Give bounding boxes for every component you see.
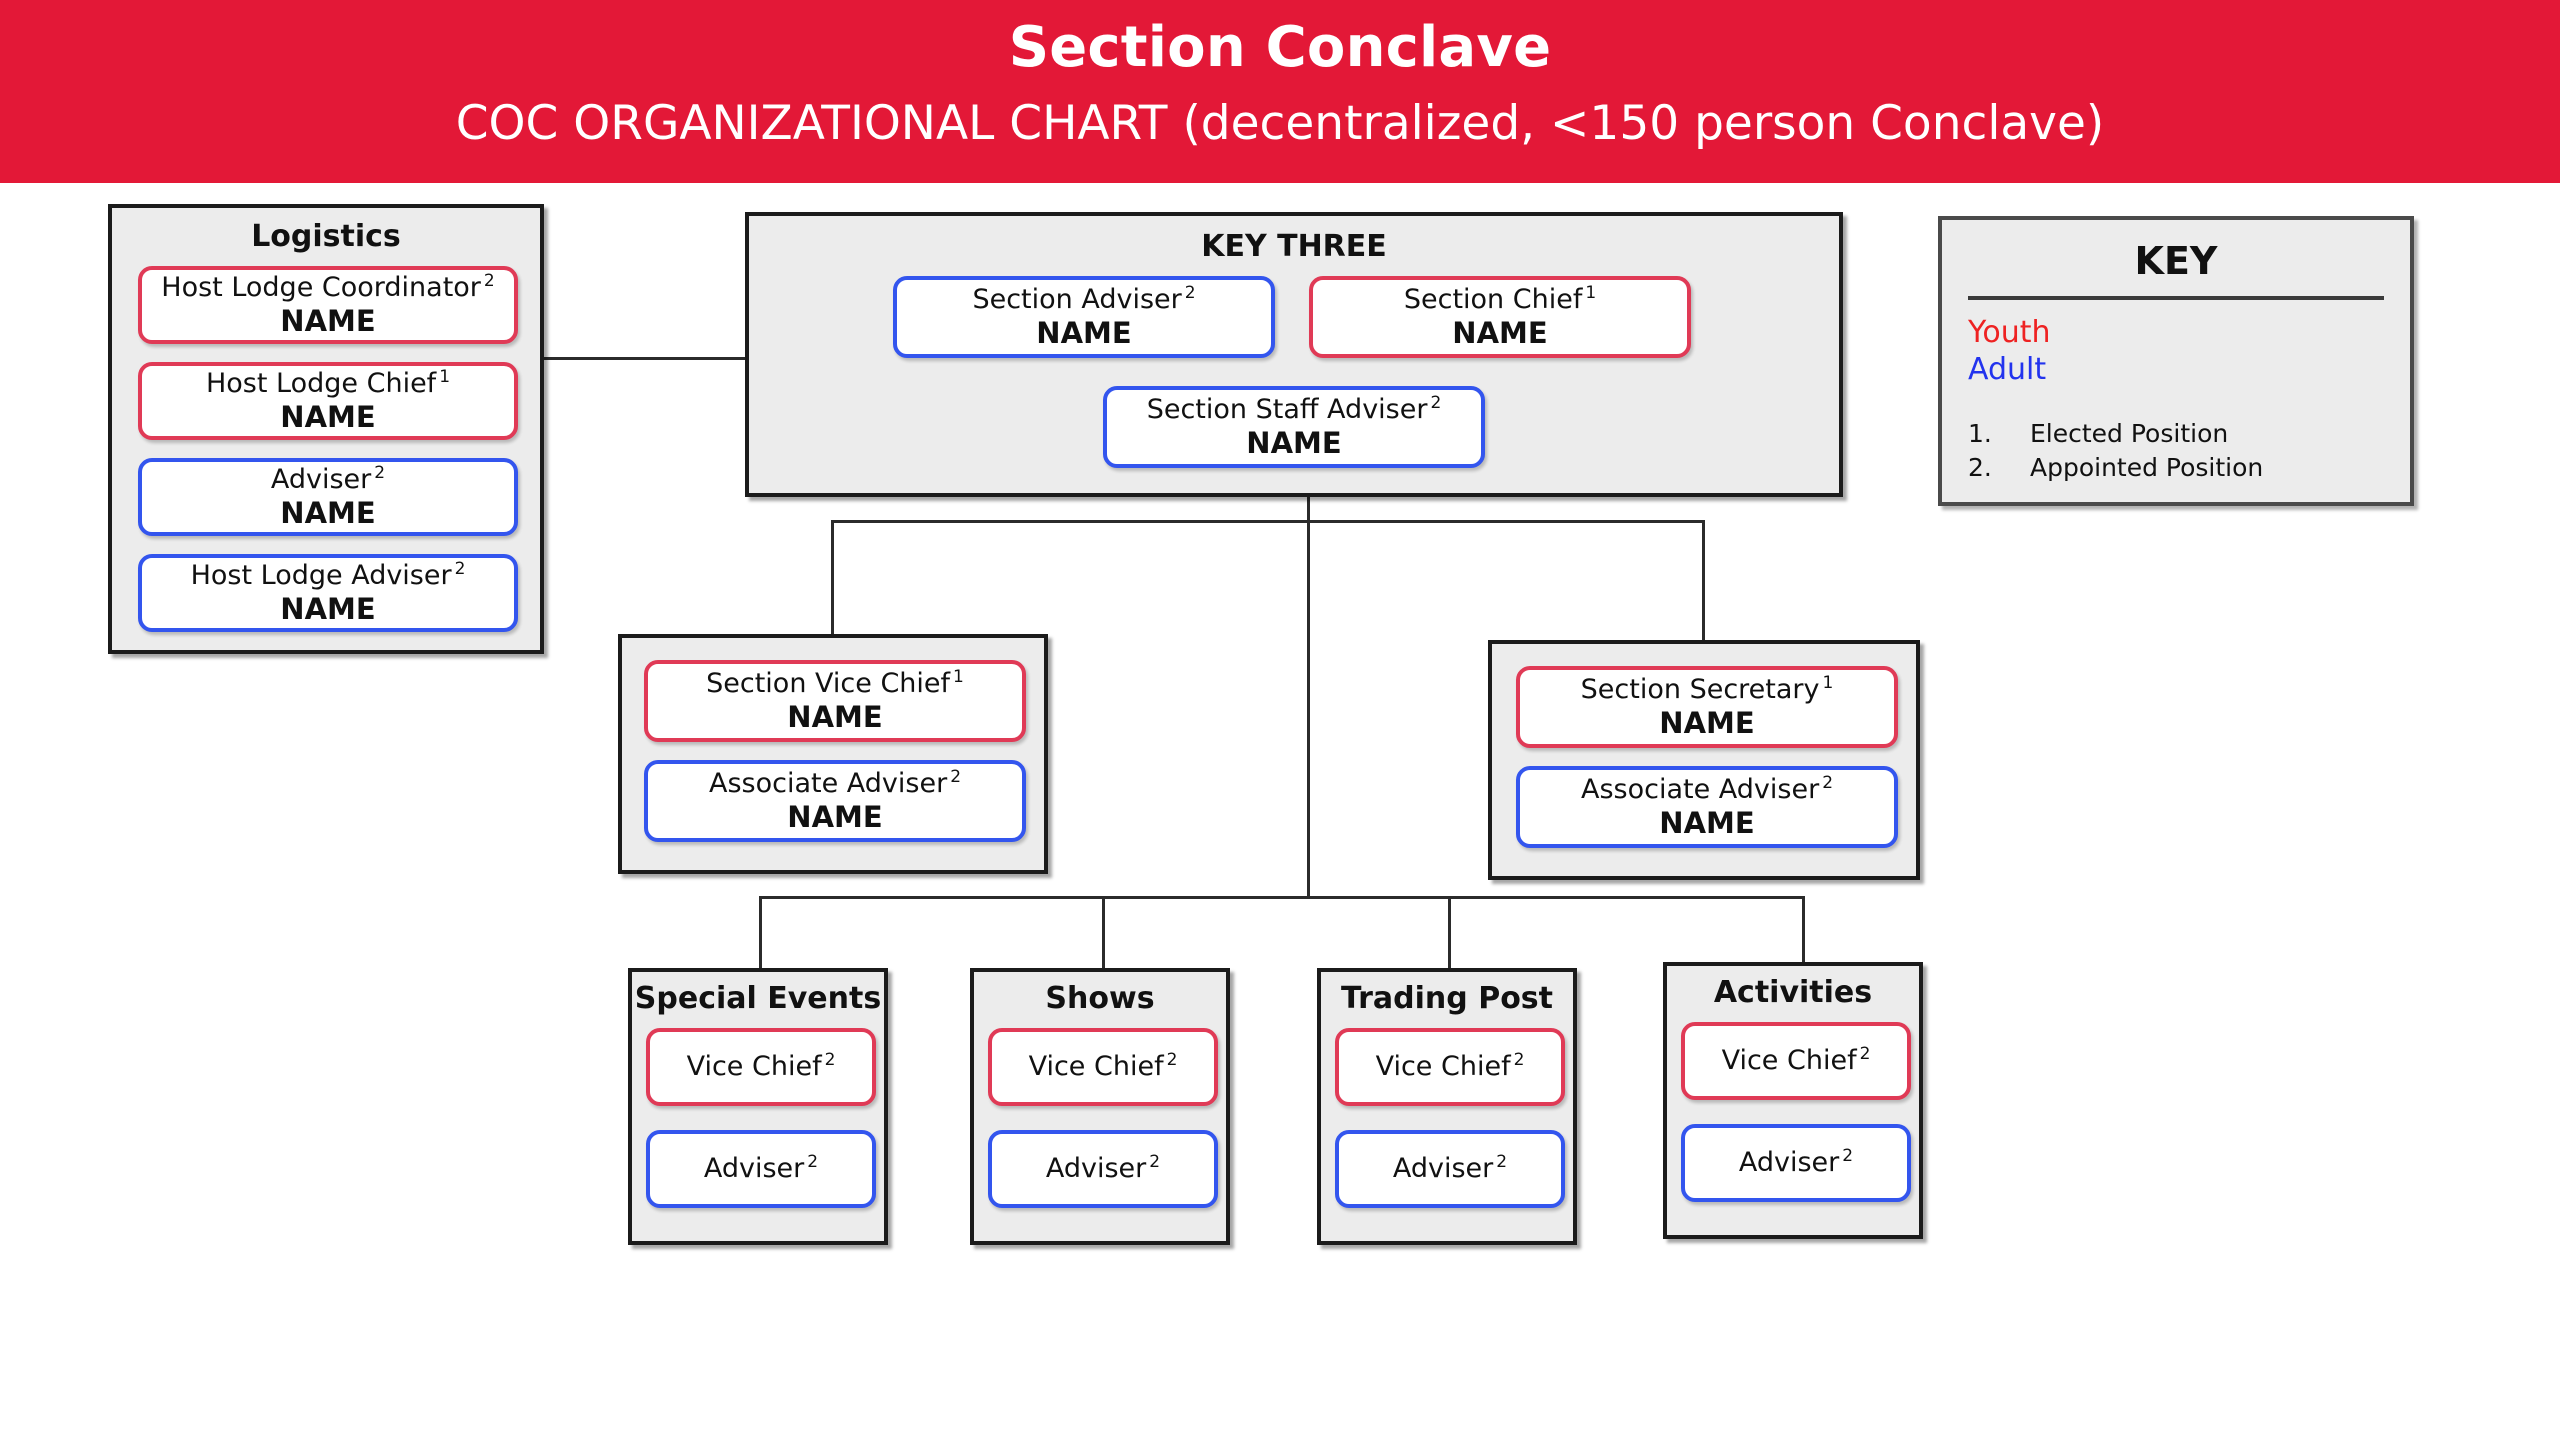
key-legend-item-label: Appointed Position: [2030, 452, 2264, 482]
key-legend-item: 1. Elected Position: [1968, 417, 2410, 451]
card-name: NAME: [787, 700, 883, 735]
key-legend-item-label: Elected Position: [2030, 419, 2229, 448]
connector-committee-drop-3: [1448, 896, 1451, 968]
committee-title: Special Events: [634, 981, 882, 1016]
committee-title: Shows: [1045, 981, 1155, 1016]
card-name: NAME: [787, 800, 883, 835]
logistics-title: Logistics: [251, 219, 401, 254]
connector-committee-drop-2: [1102, 896, 1105, 968]
card-name: NAME: [280, 496, 376, 531]
connector-midtier-drop-left: [831, 520, 834, 634]
key-legend: KEY Youth Adult 1. Elected Position 2. A…: [1938, 216, 2414, 506]
card-name: NAME: [280, 400, 376, 435]
card-name: NAME: [280, 304, 376, 339]
connector-committee-drop-4: [1802, 896, 1805, 962]
key-legend-title: KEY: [2134, 239, 2218, 283]
card-name: NAME: [1246, 426, 1342, 461]
card-name: NAME: [280, 592, 376, 627]
key-legend-list: 1. Elected Position 2. Appointed Positio…: [1968, 417, 2410, 485]
key-legend-youth-label: Youth: [1968, 315, 2051, 350]
card-name: NAME: [1452, 316, 1548, 351]
connector-committee-drop-1: [759, 896, 762, 968]
key-legend-adult-label: Adult: [1968, 351, 2047, 387]
header-banner: Section Conclave COC ORGANIZATIONAL CHAR…: [0, 0, 2560, 183]
key-three-title: KEY THREE: [1201, 229, 1387, 264]
page-subtitle: COC ORGANIZATIONAL CHART (decentralized,…: [455, 96, 2105, 151]
connector-logistics-keythree: [540, 357, 748, 360]
connector-midtier-drop-right: [1702, 520, 1705, 640]
key-legend-item: 2. Appointed Position: [1968, 451, 2410, 485]
connector-trunk-main: [1307, 497, 1310, 898]
card-name: NAME: [1659, 706, 1755, 741]
committee-title: Activities: [1713, 975, 1873, 1010]
connector-midtier-bar: [831, 520, 1705, 523]
key-legend-item-number: 1.: [1968, 419, 1992, 448]
key-legend-item-number: 2.: [1968, 452, 1992, 482]
card-name: NAME: [1036, 316, 1132, 351]
card-name: NAME: [1659, 806, 1755, 841]
connector-committee-bar: [759, 896, 1805, 899]
key-legend-divider: [1968, 296, 2384, 300]
committee-title: Trading Post: [1340, 981, 1554, 1016]
page-title: Section Conclave: [1008, 15, 1552, 80]
